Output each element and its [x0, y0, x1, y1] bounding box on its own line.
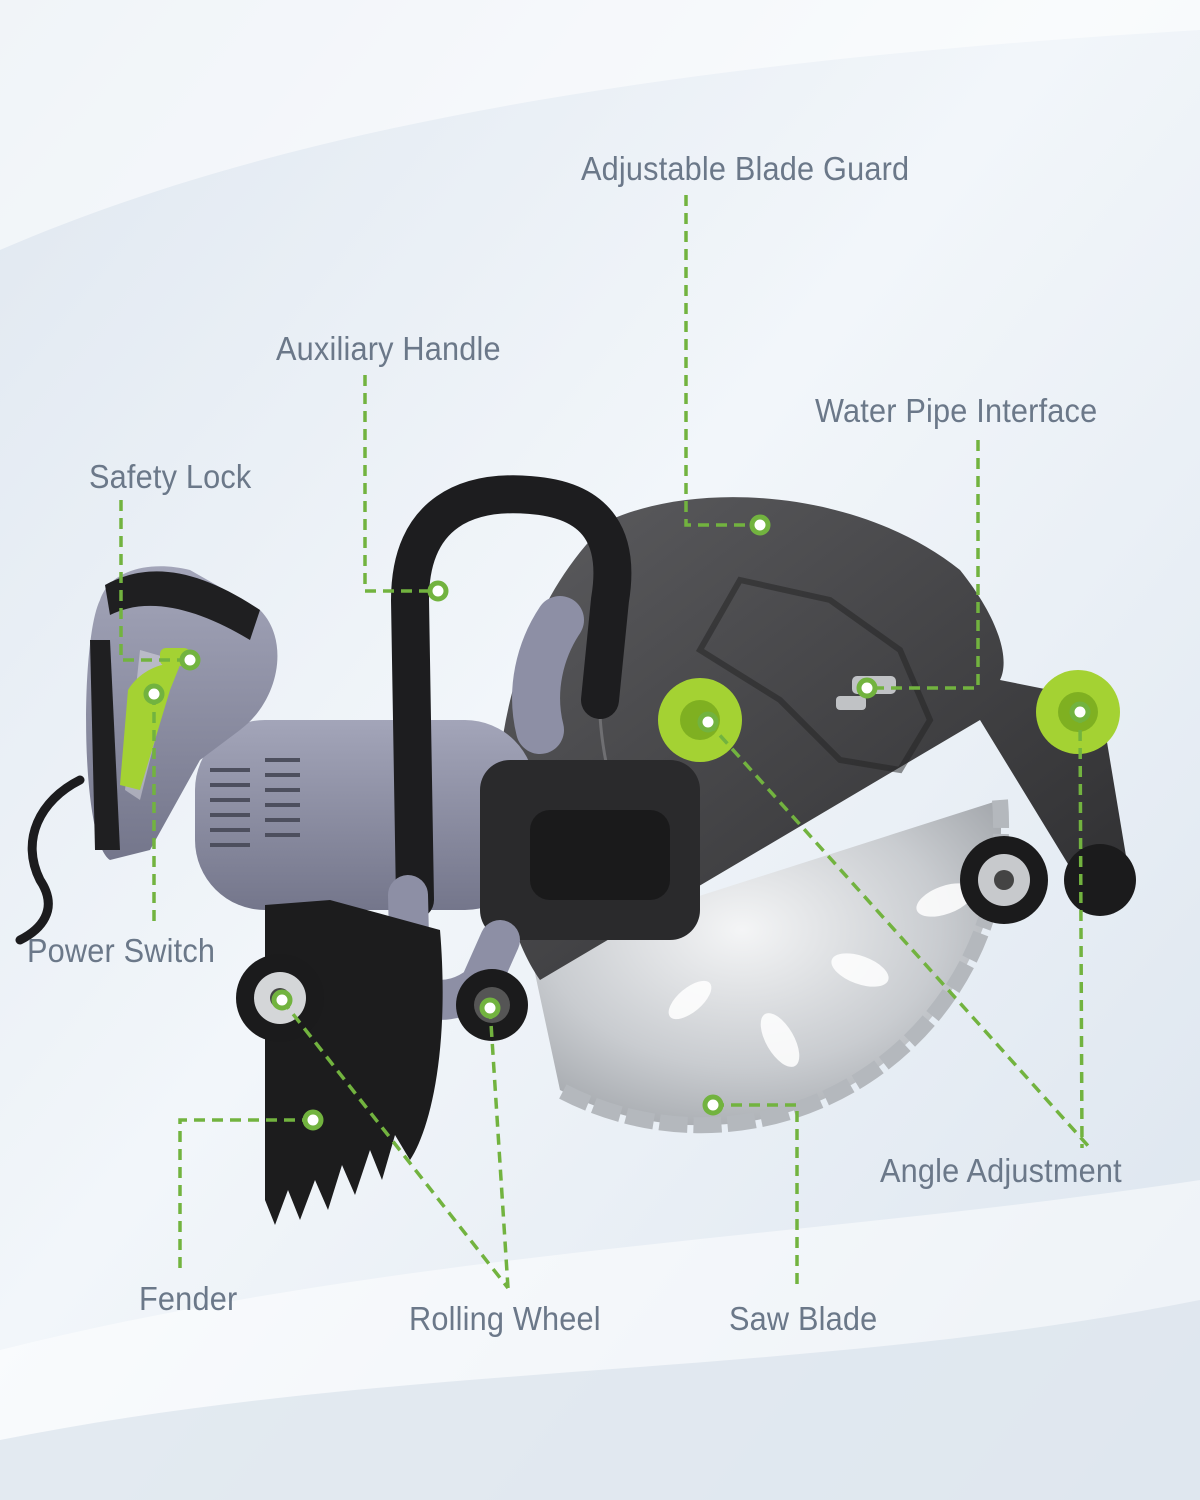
dot-fender — [302, 1109, 324, 1131]
callout-line-blade-guard — [684, 195, 760, 527]
label-rolling-wheel: Rolling Wheel — [409, 1300, 601, 1337]
label-auxiliary-handle: Auxiliary Handle — [276, 330, 501, 367]
label-power-switch: Power Switch — [27, 932, 216, 969]
callout-line-water-pipe — [867, 440, 980, 690]
power-cord — [15, 775, 85, 945]
callout-line-rolling-center — [488, 1007, 510, 1289]
callout-line-angle-knob-right — [1078, 711, 1084, 1149]
callout-line-saw-blade — [713, 1103, 799, 1290]
dot-angle-right — [1069, 701, 1091, 723]
dot-power-switch — [143, 683, 165, 705]
label-adjustable-blade-guard: Adjustable Blade Guard — [581, 150, 910, 187]
callout-line-safety-lock — [119, 500, 190, 662]
dot-aux-handle — [427, 580, 449, 602]
label-safety-lock: Safety Lock — [89, 458, 252, 495]
callout-line-aux-handle — [363, 375, 438, 593]
callout-lines — [119, 195, 1092, 1290]
label-water-pipe-interface: Water Pipe Interface — [815, 392, 1098, 429]
rear-handle — [86, 566, 278, 860]
dot-rolling-left — [271, 989, 293, 1011]
fender-flap — [265, 900, 443, 1225]
dot-angle-left — [697, 711, 719, 733]
callout-line-fender — [178, 1118, 313, 1270]
dot-blade-guard — [749, 514, 771, 536]
dot-rolling-center — [479, 997, 501, 1019]
label-angle-adjustment: Angle Adjustment — [880, 1152, 1122, 1189]
label-fender: Fender — [139, 1280, 238, 1317]
callout-dots — [143, 514, 1091, 1131]
saw-blade-disc — [530, 799, 1010, 1134]
label-saw-blade: Saw Blade — [729, 1300, 878, 1337]
wheel-right — [960, 836, 1136, 924]
callout-line-angle-knob-left — [706, 720, 1092, 1150]
motor-housing — [195, 720, 700, 940]
dot-saw-blade — [702, 1094, 724, 1116]
dot-water-pipe — [856, 677, 878, 699]
dot-safety-lock — [179, 649, 201, 671]
callout-line-rolling-left — [280, 998, 510, 1290]
